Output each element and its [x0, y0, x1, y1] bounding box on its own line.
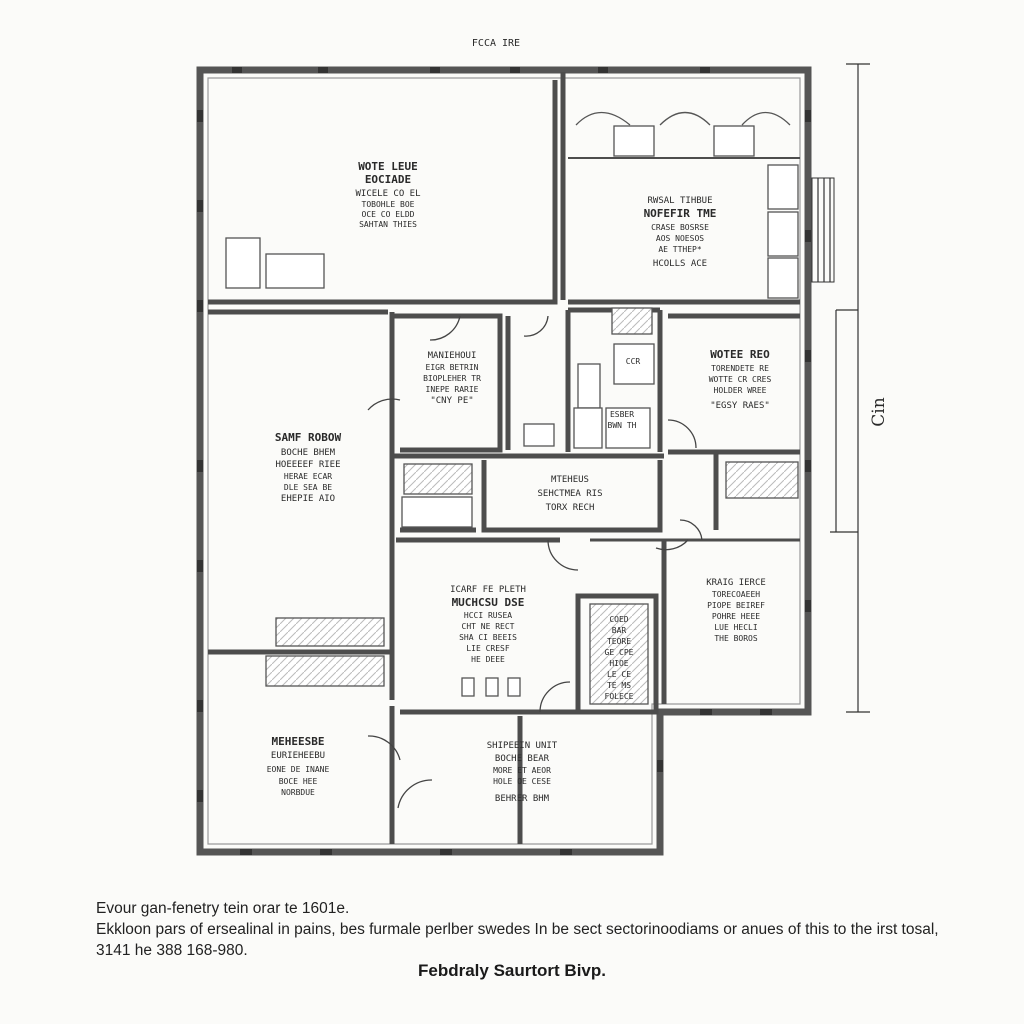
room-sw-line: EONE DE INANE: [267, 765, 330, 774]
room-west-line: HOEEEEF RIEE: [275, 460, 340, 470]
room-center-title: ICARF FE PLETH: [450, 585, 526, 595]
room-bath-title: CCR: [626, 357, 641, 366]
room-nw-subtitle: EOCIADE: [365, 173, 411, 186]
room-label-center-mid: MTEHEUS SEHCTMEA RIS TORX RECH: [537, 475, 602, 513]
room-east-line: HOLDER WREE: [714, 386, 767, 395]
room-south-line: BEHRER BHM: [495, 794, 550, 804]
room-label-south: SHIPEEIN UNIT BOCHE BEAR MORE ET AEOR HO…: [487, 741, 558, 804]
note-line-3: 3141 he 388 168-980.: [96, 942, 248, 959]
room-ne-line: CRASE BOSRSE: [651, 223, 709, 232]
drawing-notes: Evour gan-fenetry tein orar te 1601e. Ek…: [96, 898, 956, 961]
room-label-west: SAMF ROBOW BOCHE BHEM HOEEEEF RIEE HERAE…: [275, 431, 342, 504]
room-sw-line: BOCE HEE: [279, 777, 318, 786]
room-center-upper-line: "CNY PE": [430, 396, 473, 406]
room-west-line: DLE SEA BE: [284, 483, 332, 492]
room-label-stair: COED BAR TEORE GE CPE HIOE LE CE TE MS F…: [605, 615, 634, 701]
room-label-nw: WOTE LEUE EOCIADE WICELE CO EL TOBOHLE B…: [355, 160, 420, 229]
room-label-ne: RWSAL TIHBUE NOFEFIR TME CRASE BOSRSE AO…: [644, 196, 717, 269]
room-label-center-upper: MANIEHOUI EIGR BETRIN BIOPLEHER TR INEPE…: [423, 351, 481, 406]
room-west-line: EHEPIE AIO: [281, 494, 335, 504]
room-label-bath: CCR: [626, 357, 641, 366]
room-east-title: WOTEE REO: [710, 348, 770, 361]
room-stair-line: TEORE: [607, 637, 631, 646]
room-south-line: MORE ET AEOR: [493, 766, 551, 775]
interior-walls: [208, 72, 800, 844]
room-stair-line: TE MS: [607, 681, 631, 690]
room-stair-line: LE CE: [607, 670, 631, 679]
room-se-line: THE BOROS: [714, 634, 758, 643]
drawing-caption: Febdraly Saurtort Bivp.: [418, 961, 606, 980]
room-center-upper-line: INEPE RARIE: [426, 385, 479, 394]
room-west-title: SAMF ROBOW: [275, 431, 342, 444]
room-east-line: "EGSY RAES": [710, 401, 770, 411]
room-stair-line: BAR: [612, 626, 627, 635]
room-center-line: HE DEEE: [471, 655, 505, 664]
note-line-2: Ekkloon pars of ersealinal in pains, bes…: [96, 921, 939, 938]
exterior-walls: [196, 66, 812, 856]
room-ne-line: HCOLLS ACE: [653, 259, 707, 269]
room-sw-title: MEHEESBE: [272, 735, 325, 748]
room-west-line: HERAE ECAR: [284, 472, 332, 481]
room-label-center: ICARF FE PLETH MUCHCSU DSE HCCI RUSEA CH…: [450, 585, 526, 664]
room-ne-title: RWSAL TIHBUE: [647, 196, 712, 206]
room-se-line: TORECOAEEH: [712, 590, 760, 599]
room-nw-title: WOTE LEUE: [358, 160, 418, 173]
side-mark: Cin: [869, 397, 889, 426]
room-south-line: HOLE OE CESE: [493, 777, 551, 786]
room-center-line: LIE CRESF: [466, 644, 510, 653]
room-ne-line: AE TTHEP*: [658, 245, 702, 254]
room-center-line: SHA CI BEEIS: [459, 633, 517, 642]
room-nw-line: WICELE CO EL: [355, 189, 420, 199]
room-small-line: BWN TH: [608, 421, 637, 430]
room-center-upper-line: BIOPLEHER TR: [423, 374, 481, 383]
room-nw-line: SAHTAN THIES: [359, 220, 417, 229]
room-ne-line: AOS NOESOS: [656, 234, 704, 243]
room-sw-line: NORBDUE: [281, 788, 315, 797]
room-center-line: HCCI RUSEA: [464, 611, 512, 620]
window-markers: [197, 67, 811, 855]
room-center-line: CHT NE RECT: [462, 622, 515, 631]
room-center-mid-title: MTEHEUS: [551, 475, 589, 485]
room-se-title: KRAIG IERCE: [706, 578, 766, 588]
note-line-1: Evour gan-fenetry tein orar te 1601e.: [96, 900, 350, 917]
room-se-line: LUE HECLI: [714, 623, 758, 632]
room-label-east: WOTEE REO TORENDETE RE WOTTE CR CRES HOL…: [709, 348, 772, 411]
room-se-line: PIOPE BEIREF: [707, 601, 765, 610]
room-stair-line: FOLECE: [605, 692, 634, 701]
room-stair-line: COED: [609, 615, 628, 624]
room-south-line: BOCHE BEAR: [495, 754, 550, 764]
room-stair-line: HIOE: [609, 659, 628, 668]
room-sw-line: EURIEHEEBU: [271, 751, 325, 761]
room-center-mid-line: TORX RECH: [546, 503, 595, 513]
room-center-upper-title: MANIEHOUI: [428, 351, 477, 361]
room-nw-line: OCE CO ELDD: [362, 210, 415, 219]
room-label-sw: MEHEESBE EURIEHEEBU EONE DE INANE BOCE H…: [267, 735, 330, 797]
room-south-title: SHIPEEIN UNIT: [487, 741, 558, 751]
door-swings: [367, 315, 703, 809]
room-center-upper-line: EIGR BETRIN: [426, 363, 479, 372]
exterior-wall-inner-line: [207, 77, 801, 845]
room-label-se: KRAIG IERCE TORECOAEEH PIOPE BEIREF POHR…: [706, 578, 766, 643]
room-se-line: POHRE HEEE: [712, 612, 760, 621]
room-center-mid-line: SEHCTMEA RIS: [537, 489, 602, 499]
top-mark: FCCA IRE: [472, 38, 520, 49]
room-stair-line: GE CPE: [605, 648, 634, 657]
room-small-title: ESBER: [610, 410, 634, 419]
room-east-line: TORENDETE RE: [711, 364, 769, 373]
room-east-line: WOTTE CR CRES: [709, 375, 772, 384]
room-nw-line: TOBOHLE BOE: [362, 200, 415, 209]
room-label-small: ESBER BWN TH: [608, 410, 637, 430]
room-west-line: BOCHE BHEM: [281, 448, 336, 458]
room-ne-subtitle: NOFEFIR TME: [644, 207, 717, 220]
room-center-line: MUCHCSU DSE: [452, 596, 525, 609]
dimension-lines: [811, 63, 870, 713]
fixtures: [225, 111, 799, 705]
